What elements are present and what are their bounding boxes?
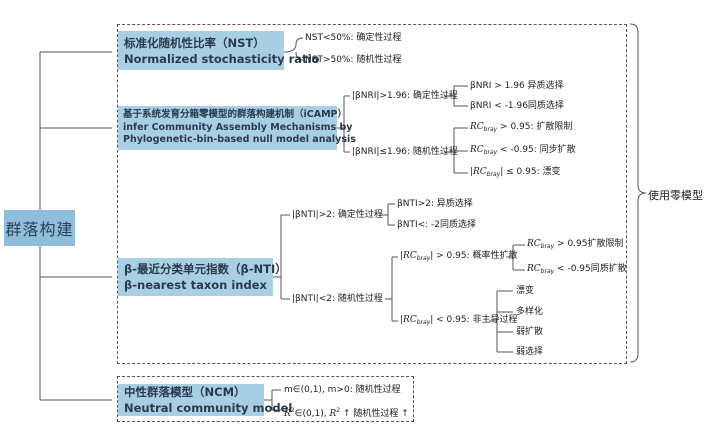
- bnti-sto-b-leaf-drift: 漂变: [516, 286, 535, 296]
- nst-title-cn: 标准化随机性比率（NST）: [124, 35, 265, 50]
- bnti-sto-a-leaf-homo: RCbray < -0.95同质扩散: [527, 264, 627, 275]
- ncm-leaf-r2: R2∈(0,1), R2 ↑ 随机性过程 ↑: [284, 407, 409, 419]
- icamp-title-en1: infer Community Assembly Mechanisms by: [123, 121, 353, 133]
- nst-leaf-stochastic: NST>50%: 随机性过程: [305, 55, 402, 65]
- icamp-sto-label: |βNRI|≤1.96: 随机性过程: [352, 147, 458, 157]
- bnti-sto-b-leaf-weak-dispersal: 弱扩散: [516, 327, 544, 337]
- bnti-sto-b-leaf-diversification: 多样化: [516, 307, 544, 317]
- nst-box: 标准化随机性比率（NST） Normalized stochasticity r…: [118, 31, 320, 70]
- ncm-title-cn: 中性群落模型（NCM）: [124, 385, 246, 399]
- bnti-det-label: |βNTI|>2: 确定性过程: [292, 210, 383, 220]
- icamp-title-cn: 基于系统发育分箱零模型的群落构建机制（iCAMP）: [123, 109, 347, 121]
- null-model-region: [117, 24, 627, 364]
- ncm-title-en: Neutral community model: [124, 401, 293, 415]
- bnti-title-en: β-nearest taxon index: [124, 278, 267, 292]
- icamp-title-en2: Phylogenetic-bin-based null model analys…: [123, 134, 356, 146]
- icamp-sto-leaf-dispersal: RCbray > 0.95: 扩散限制: [470, 122, 573, 133]
- ncm-box: 中性群落模型（NCM） Neutral community model: [118, 384, 293, 416]
- bnti-det-leaf-homo: βNTI<: -2同质选择: [397, 220, 477, 230]
- bnti-det-leaf-hetero: βNTI>2: 异质选择: [397, 199, 473, 209]
- icamp-sto-leaf-drift: |RCbray| ≤ 0.95: 漂变: [470, 167, 561, 178]
- bnti-sto-b-leaf-weak-selection: 弱选择: [516, 347, 544, 357]
- null-model-label: 使用零模型: [648, 189, 703, 202]
- icamp-det-label: |βNRI|>1.96: 确定性过程: [352, 91, 458, 101]
- bnti-sto-label: |βNTI|<2: 随机性过程: [292, 294, 383, 304]
- bnti-sto-b-label: |RCbray| < 0.95: 非主导过程: [400, 315, 518, 326]
- nst-title-en: Normalized stochasticity ratio: [124, 51, 320, 66]
- root-node: 群落构建: [4, 210, 75, 246]
- icamp-det-leaf-homo: βNRI < -1.96同质选择: [470, 101, 564, 111]
- bnti-sto-a-leaf-dispersal: RCbray > 0.95扩散限制: [527, 239, 624, 250]
- bnti-box: β-最近分类单元指数（β-NTI） β-nearest taxon index: [118, 258, 287, 296]
- icamp-sto-leaf-homogenizing: RCbray < -0.95: 同步扩散: [470, 145, 576, 156]
- root-label: 群落构建: [5, 220, 74, 239]
- bnti-title-cn: β-最近分类单元指数（β-NTI）: [124, 262, 287, 276]
- icamp-det-leaf-hetero: βNRI > 1.96 异质选择: [470, 81, 564, 91]
- bnti-sto-a-label: |RCbray| > 0.95: 概率性扩散: [400, 251, 518, 262]
- ncm-leaf-m: m∈(0,1), m>0: 随机性过程: [284, 385, 401, 395]
- ncm-region: [117, 376, 414, 422]
- icamp-box: 基于系统发育分箱零模型的群落构建机制（iCAMP） infer Communit…: [118, 106, 356, 150]
- nst-leaf-deterministic: NST<50%: 确定性过程: [305, 33, 402, 43]
